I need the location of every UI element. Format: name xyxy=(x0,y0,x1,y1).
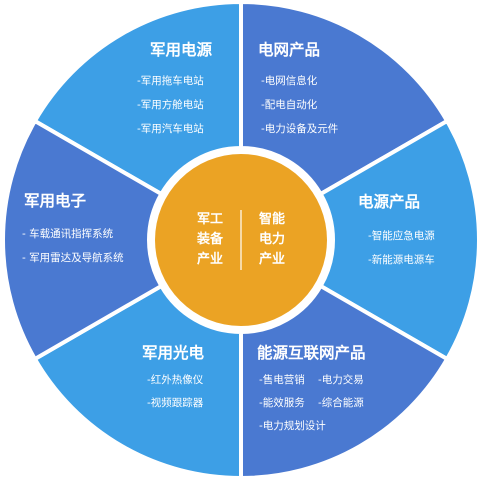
segment-grid-products-shape xyxy=(239,0,450,197)
segment-military-electronics-shape xyxy=(1,118,165,362)
segment-item: -电力交易 xyxy=(318,373,364,386)
segment-item: -能效服务 xyxy=(259,396,305,409)
segment-item: -红外热像仪 xyxy=(147,373,204,386)
segment-military-electronics: 军用电子 - 车载通讯指挥系统 - 军用雷达及导航系统 xyxy=(1,118,165,362)
segment-item: -综合能源 xyxy=(318,396,364,409)
segment-item: - 军用雷达及导航系统 xyxy=(22,251,124,264)
segment-title: 军用电源 xyxy=(150,40,213,59)
segment-item: -电力设备及元件 xyxy=(261,122,338,135)
center-right-line: 智能 xyxy=(259,211,285,227)
center-left-line: 装备 xyxy=(196,231,224,247)
segment-military-power-shape xyxy=(32,0,243,197)
segment-item: -电力规划设计 xyxy=(259,419,326,432)
segment-item: - 车载通讯指挥系统 xyxy=(22,227,114,240)
segment-item: -军用汽车电站 xyxy=(137,122,204,135)
segment-energy-internet-shape xyxy=(239,283,450,481)
segment-item: -新能源电源车 xyxy=(368,253,435,266)
segment-title: 军用光电 xyxy=(142,343,205,362)
center-right-line: 电力 xyxy=(259,231,285,247)
segment-military-optoelectronics-shape xyxy=(32,283,243,481)
segment-energy-internet: 能源互联网产品 -售电营销 -电力交易 -能效服务 -综合能源 -电力规划设计 xyxy=(239,283,450,481)
segment-item: -视频跟踪器 xyxy=(147,396,204,409)
segment-military-optoelectronics: 军用光电 -红外热像仪 -视频跟踪器 xyxy=(32,283,243,481)
segment-item: -售电营销 xyxy=(259,373,305,386)
segment-item: -军用方舱电站 xyxy=(137,98,204,111)
segment-power-products-shape xyxy=(317,118,481,362)
center-left-line: 产业 xyxy=(197,251,223,267)
segment-title: 电源产品 xyxy=(358,192,420,211)
segment-power-products: 电源产品 -智能应急电源 -新能源电源车 xyxy=(317,118,481,362)
segment-title: 电网产品 xyxy=(258,40,320,59)
center-hub: 军工 装备 产业 智能 电力 产业 xyxy=(151,150,331,330)
segment-item: -电网信息化 xyxy=(261,74,318,87)
segment-military-power: 军用电源 -军用拖车电站 -军用方舱电站 -军用汽车电站 xyxy=(32,0,243,197)
segment-item: -智能应急电源 xyxy=(368,229,435,242)
segment-item: -军用拖车电站 xyxy=(137,74,204,87)
center-right-line: 产业 xyxy=(259,251,285,267)
segment-grid-products: 电网产品 -电网信息化 -配电自动化 -电力设备及元件 xyxy=(239,0,450,197)
segment-title: 能源互联网产品 xyxy=(257,343,366,362)
segment-title: 军用电子 xyxy=(24,191,87,210)
segment-item: -配电自动化 xyxy=(261,98,318,111)
center-left-line: 军工 xyxy=(197,212,223,227)
